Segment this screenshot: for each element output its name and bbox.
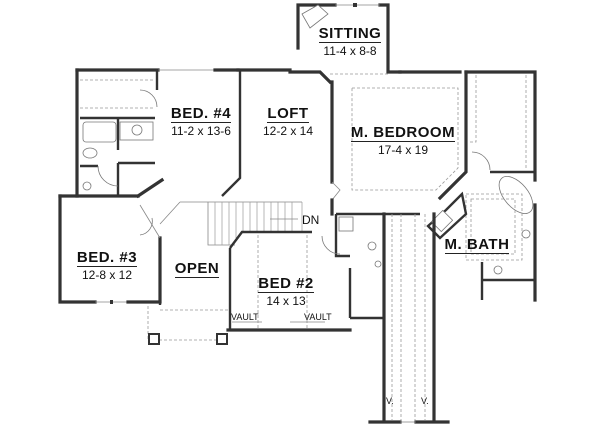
- vault-v-label-right: V.: [421, 396, 429, 406]
- master-bedroom-walls: [336, 70, 468, 216]
- lower-corridor: [368, 212, 450, 424]
- bed2-walls: [226, 235, 352, 332]
- bed3-walls: [58, 177, 165, 304]
- sitting-room-walls: [288, 3, 402, 85]
- room-name: M. BEDROOM: [350, 124, 456, 142]
- room-dimensions: 14 x 13: [266, 294, 306, 308]
- bed4-closet-bath-walls: [75, 68, 240, 198]
- room-name: OPEN: [174, 260, 220, 278]
- hall-bath-walls: [321, 214, 385, 320]
- room-label-bed2: BED #2 14 x 13: [250, 276, 322, 307]
- front-porch: [147, 306, 228, 345]
- room-dimensions: 11-4 x 8-8: [323, 44, 377, 58]
- room-dimensions: 11-2 x 13-6: [171, 124, 231, 138]
- stairs-down-label: DN: [302, 213, 320, 227]
- vault-label-left: VAULT: [231, 312, 259, 322]
- room-name: BED. #3: [76, 249, 138, 267]
- room-label-master-bath: M. BATH: [444, 237, 510, 254]
- room-label-bed4: BED. #4 11-2 x 13-6: [160, 106, 242, 137]
- loft-walls: [221, 68, 341, 216]
- stairs: [158, 201, 312, 305]
- room-label-open: OPEN: [168, 261, 226, 278]
- room-name: BED #2: [258, 275, 314, 293]
- room-name: BED. #4: [170, 105, 232, 123]
- room-label-sitting: SITTING 11-4 x 8-8: [305, 26, 395, 57]
- room-label-master-bedroom: M. BEDROOM 17-4 x 19: [348, 125, 458, 156]
- room-dimensions: 12-8 x 12: [81, 268, 133, 282]
- room-dimensions: 12-2 x 14: [262, 124, 314, 138]
- room-name: SITTING: [318, 25, 382, 43]
- master-bath-walls: [426, 70, 537, 302]
- room-label-bed3: BED. #3 12-8 x 12: [64, 250, 150, 281]
- room-label-loft: LOFT 12-2 x 14: [248, 106, 328, 137]
- room-name: M. BATH: [444, 236, 510, 254]
- vault-label-right: VAULT: [304, 312, 332, 322]
- room-dimensions: 17-4 x 19: [377, 143, 429, 157]
- room-name: LOFT: [267, 105, 309, 123]
- vault-v-label-left: V.: [386, 396, 394, 406]
